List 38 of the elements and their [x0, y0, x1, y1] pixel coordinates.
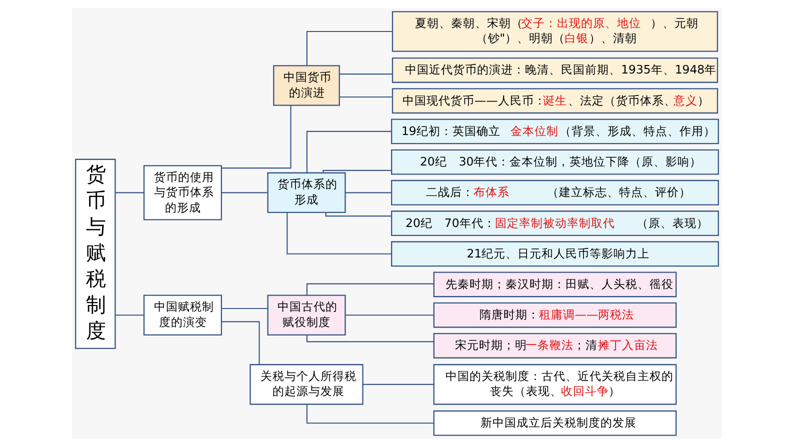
node-box: 中国的关税制度：古代、近代关税自主权的丧失（表现、收回斗争） [433, 364, 677, 405]
connector [115, 192, 144, 194]
node-box: 二战后：布体系 （建立标志、特点、评价） [391, 180, 719, 206]
connector [115, 314, 144, 316]
node-box: 中国古代的赋役制度 [267, 294, 346, 336]
node-box: 先秦时期；秦汉时期：田赋、人头税、徭役 [433, 272, 677, 298]
connector [325, 212, 392, 217]
node-box: 关税与个人所得税的起源与发展 [250, 364, 364, 405]
node-box: 货币与赋税制度 [75, 158, 116, 349]
node-box: 中国近代货币的演进：晚清、民国前期、1935年、1948年 [392, 58, 718, 83]
node-box: 中国现代货币——人民币：诞生、法定（货币体系、意义） [392, 88, 718, 114]
node-box: 20纪 70年代：固定率制被动率制取代 （原、表现） [391, 210, 719, 236]
node-box: 夏朝、秦朝、宋朝（交子：出现的原、地位 ）、元朝（钞"）、明朝（白银）、清朝 [392, 11, 718, 52]
connector [222, 192, 268, 194]
node-box: 21纪元、日元和人民币等影响力上 [391, 241, 719, 267]
connector [222, 308, 268, 310]
connector [306, 130, 392, 173]
node-box: 20纪 30年代：金本位制，英地位下降（原、影响） [391, 149, 719, 175]
connector [222, 321, 260, 365]
connector [362, 384, 434, 385]
connector [322, 170, 392, 173]
node-box: 中国赋税制度的演变 [143, 294, 222, 336]
node-box: 货币体系的形成 [267, 172, 346, 214]
connector [345, 314, 434, 316]
node-box: 新中国成立后关税制度的发展 [433, 410, 677, 436]
connector [340, 96, 392, 98]
connector [286, 212, 392, 254]
connector [306, 404, 434, 424]
connector [306, 30, 392, 66]
connector [340, 74, 392, 75]
connector [306, 334, 434, 342]
node-box: 中国货币的演进 [273, 65, 340, 106]
node-box: 货币的使用与货币体系的形成 [143, 165, 222, 220]
connector [345, 192, 392, 194]
node-box: 19纪初：英国确立 金本位制（背景、形成、特点、作用） [391, 118, 719, 144]
connector [222, 106, 292, 169]
node-box: 宋元时期；明一条鞭法；清摊丁入亩法 [433, 332, 677, 358]
node-box: 隋唐时期：租庸调——两税法 [433, 302, 677, 328]
